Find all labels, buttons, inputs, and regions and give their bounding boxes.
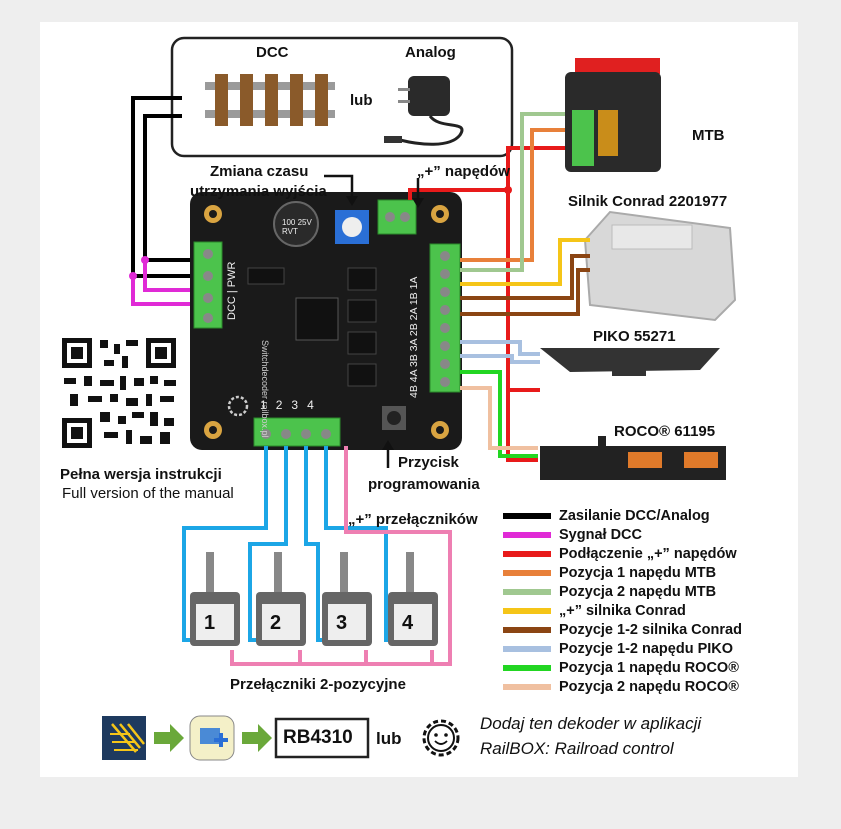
board-brand-text: Switchdecoder railbox.pl [260, 340, 270, 438]
terminal-number: 1 [260, 398, 276, 412]
analog-label: Analog [405, 44, 456, 61]
legend-label: „+” silnika Conrad [559, 602, 686, 619]
power-wires [131, 96, 198, 278]
program-button-label-line1: Przycisk [398, 454, 459, 471]
legend-item: „+” silnika Conrad [503, 601, 686, 620]
conrad-motor-icon [583, 210, 737, 322]
terminal-screws [203, 212, 450, 439]
legend-item: Pozycja 1 napędu MTB [503, 563, 716, 582]
legend-swatch [503, 550, 551, 557]
roco-label: ROCO® 61195 [614, 423, 716, 440]
hold-time-label-line2: utrzymania wyjścia [190, 183, 327, 200]
legend-item: Pozycja 2 napędu MTB [503, 582, 716, 601]
arrow-right-icon [154, 724, 184, 752]
mtb-motor-icon [565, 58, 661, 172]
legend-label: Zasilanie DCC/Analog [559, 507, 710, 524]
add-device-icon [189, 715, 235, 761]
legend-swatch [503, 645, 551, 652]
add-decoder-line1: Dodaj ten dekoder w aplikacji [480, 714, 702, 733]
legend-item: Pozycja 2 napędu ROCO® [503, 677, 739, 696]
decoder-board [190, 192, 462, 450]
product-code-box [274, 717, 370, 759]
dcc-label: DCC [256, 44, 289, 61]
legend-label: Podłączenie „+” napędów [559, 545, 737, 562]
product-code: RB4310 [283, 727, 353, 748]
terminal-number: 2 [275, 398, 292, 412]
dcc-signal-wires [131, 260, 198, 306]
legend-label: Pozycje 1-2 napędu PIKO [559, 640, 734, 657]
legend-item: Pozycja 1 napędu ROCO® [503, 658, 739, 677]
actuators-plus-label: „+” napędów [417, 163, 510, 180]
terminal-number: 4 [307, 398, 323, 412]
legend-swatch [503, 588, 551, 595]
toggle-switch-2 [256, 552, 306, 646]
legend-swatch [503, 512, 551, 519]
toggle-switch-1 [190, 552, 240, 646]
legend-swatch [503, 626, 551, 633]
or-label-footer: lub [376, 729, 402, 748]
legend-item: Pozycje 1-2 napędu PIKO [503, 639, 733, 658]
board-dcc-pwr-label: DCC | PWR [226, 261, 238, 320]
mtb-label: MTB [692, 127, 725, 144]
toggle-switch-4 [388, 552, 438, 646]
conrad-label: Silnik Conrad 2201977 [568, 193, 728, 210]
switch-number-4: 4 [402, 612, 414, 634]
switch-common-wire [230, 446, 452, 666]
legend-swatch [503, 607, 551, 614]
legend-label: Pozycja 2 napędu ROCO® [559, 678, 739, 695]
switches-plus-label: „+” przełączników [348, 511, 478, 528]
legend-label: Pozycja 1 napędu MTB [559, 564, 717, 581]
hold-time-label-line1: Zmiana czasu [210, 163, 309, 180]
terminal-number: 3 [291, 398, 308, 412]
switch-number-2: 2 [270, 612, 282, 634]
legend-item: Pozycje 1-2 silnika Conrad [503, 620, 742, 639]
legend-label: Pozycje 1-2 silnika Conrad [559, 621, 742, 638]
legend-swatch [503, 664, 551, 671]
or-label-top: lub [350, 92, 373, 109]
manual-label-pl: Pełna wersja instrukcji [60, 466, 222, 483]
callout-arrowheads [346, 196, 424, 450]
legend-label: Sygnał DCC [559, 526, 642, 543]
power-adapter-icon [384, 76, 464, 146]
legend-item: Sygnał DCC [503, 525, 642, 544]
railbox-app-icon [102, 716, 146, 760]
toggle-switch-3 [322, 552, 372, 646]
legend-swatch [503, 531, 551, 538]
piko-label: PIKO 55271 [593, 328, 676, 345]
track-icon [205, 74, 335, 126]
piko-motor-icon [540, 348, 720, 376]
qr-code [58, 334, 180, 452]
junction-dot [504, 186, 512, 194]
board-terminal-numbers: 1234 [260, 398, 323, 412]
roco-motor-icon [540, 436, 726, 480]
legend-item: Zasilanie DCC/Analog [503, 506, 710, 525]
board-output-labels: 4B 4A 3B 3A 2B 2A 1B 1A [408, 276, 420, 398]
switches-caption: Przełączniki 2-pozycyjne [230, 676, 406, 693]
callout-arrows [324, 174, 420, 468]
junction-dot [129, 272, 137, 280]
arrow-right-icon [242, 724, 272, 752]
legend-swatch [503, 683, 551, 690]
program-button-label-line2: programowania [368, 476, 480, 493]
legend-label: Pozycja 2 napędu MTB [559, 583, 717, 600]
legend-swatch [503, 569, 551, 576]
add-decoder-line2: RailBOX: Railroad control [480, 739, 674, 758]
legend-item: Podłączenie „+” napędów [503, 544, 737, 563]
junction-dot [141, 256, 149, 264]
switch-number-3: 3 [336, 612, 348, 634]
manual-label-en: Full version of the manual [62, 485, 234, 502]
board-capacitor-text: 100 25V RVT [282, 218, 312, 236]
legend-label: Pozycja 1 napędu ROCO® [559, 659, 739, 676]
settings-gear-icon [422, 719, 460, 757]
switch-number-1: 1 [204, 612, 216, 634]
